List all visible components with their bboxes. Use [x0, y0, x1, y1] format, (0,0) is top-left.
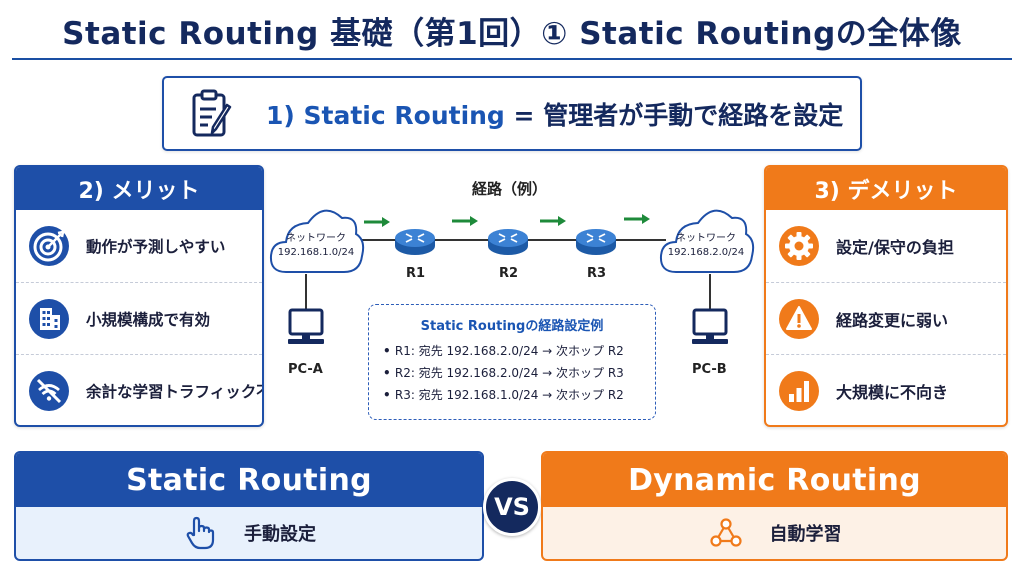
router-label-r2: R2 — [499, 266, 519, 281]
building-icon — [29, 298, 69, 339]
definition-text: 1) Static Routing = 管理者が手動で経路を設定 — [266, 96, 843, 132]
arrow-right-icon — [364, 217, 390, 227]
target-icon — [29, 226, 69, 266]
warning-icon — [779, 298, 819, 339]
dynamic-routing-label: 自動学習 — [769, 524, 842, 545]
merit-label: 小規模構成で有効 — [86, 310, 211, 329]
merit-item: 動作が予測しやすい — [16, 210, 262, 282]
topology-drawing — [269, 209, 755, 344]
clipboard-icon — [192, 89, 232, 136]
example-line: R3: 宛先 192.168.1.0/24 → 次ホップ R2 — [383, 384, 641, 406]
dynamic-routing-body: 自動学習 — [543, 507, 1006, 559]
static-routing-card: Static Routing 手動設定 — [14, 451, 484, 561]
router-label-r1: R1 — [406, 266, 426, 281]
host-label-pc-b: PC-B — [692, 362, 727, 377]
gear-icon — [779, 226, 819, 266]
arrow-right-icon — [452, 216, 478, 226]
example-title: Static Routingの経路設定例 — [420, 319, 604, 334]
router-icon — [488, 229, 528, 255]
example-line: R2: 宛先 192.168.2.0/24 → 次ホップ R3 — [383, 362, 641, 384]
title-divider — [12, 58, 1012, 60]
merit-label: 動作が予測しやすい — [86, 238, 226, 256]
router-icon — [395, 229, 435, 255]
hand-pointer-icon — [186, 516, 215, 550]
example-line: R1: 宛先 192.168.2.0/24 → 次ホップ R2 — [383, 340, 641, 362]
computer-icon — [288, 308, 324, 344]
cloud-icon — [269, 209, 365, 273]
right-network-label: ネットワーク 192.168.2.0/24 — [667, 233, 745, 258]
page-title: Static Routing 基礎（第1回）① Static Routingの全… — [62, 16, 962, 52]
demerit-label: 大規模に不向き — [836, 382, 949, 402]
static-routing-label: 手動設定 — [244, 524, 316, 545]
network-diagram: 経路（例） — [268, 168, 758, 428]
left-network-label: ネットワーク 192.168.1.0/24 — [277, 233, 355, 258]
host-label-pc-a: PC-A — [288, 362, 323, 377]
demerit-item: 経路変更に弱い — [766, 282, 1006, 354]
vs-badge: VS — [483, 478, 541, 536]
computer-icon — [692, 308, 728, 344]
demerit-item: 設定/保守の負担 — [766, 210, 1006, 282]
static-routing-body: 手動設定 — [16, 507, 482, 559]
route-config-example: Static Routingの経路設定例 R1: 宛先 192.168.2.0/… — [368, 304, 656, 420]
route-title: 経路（例） — [472, 180, 548, 198]
network-nodes-icon — [709, 518, 742, 547]
arrow-right-icon — [624, 214, 650, 224]
definition-equals: = — [504, 100, 544, 130]
merit-panel: 2) メリット 動作が予測しやすい 小規模構成で有効 — [14, 165, 264, 427]
merit-heading: 2) メリット — [16, 167, 262, 210]
definition-box: 1) Static Routing = 管理者が手動で経路を設定 — [162, 76, 862, 151]
router-label-r3: R3 — [587, 266, 607, 281]
merit-item: 小規模構成で有効 — [16, 282, 262, 354]
demerit-label: 設定/保守の負担 — [836, 238, 954, 257]
no-traffic-icon — [29, 370, 69, 411]
merit-item: 余計な学習トラフィック不要 — [16, 354, 262, 425]
bar-chart-icon — [779, 370, 819, 411]
demerit-label: 経路変更に弱い — [836, 310, 949, 330]
dynamic-routing-heading: Dynamic Routing — [543, 453, 1006, 507]
demerit-panel: 3) デメリット 設定/保守の負担 経路変更に弱い — [764, 165, 1008, 427]
definition-term: 1) Static Routing — [266, 100, 505, 130]
dynamic-routing-card: Dynamic Routing 自動学習 — [541, 451, 1008, 561]
static-routing-heading: Static Routing — [16, 453, 482, 507]
demerit-item: 大規模に不向き — [766, 354, 1006, 425]
demerit-heading: 3) デメリット — [766, 167, 1006, 210]
definition-description: 管理者が手動で経路を設定 — [543, 100, 844, 130]
router-icon — [576, 229, 616, 255]
arrow-right-icon — [540, 216, 566, 226]
merit-label: 余計な学習トラフィック不要 — [86, 382, 262, 401]
cloud-icon — [659, 209, 755, 273]
